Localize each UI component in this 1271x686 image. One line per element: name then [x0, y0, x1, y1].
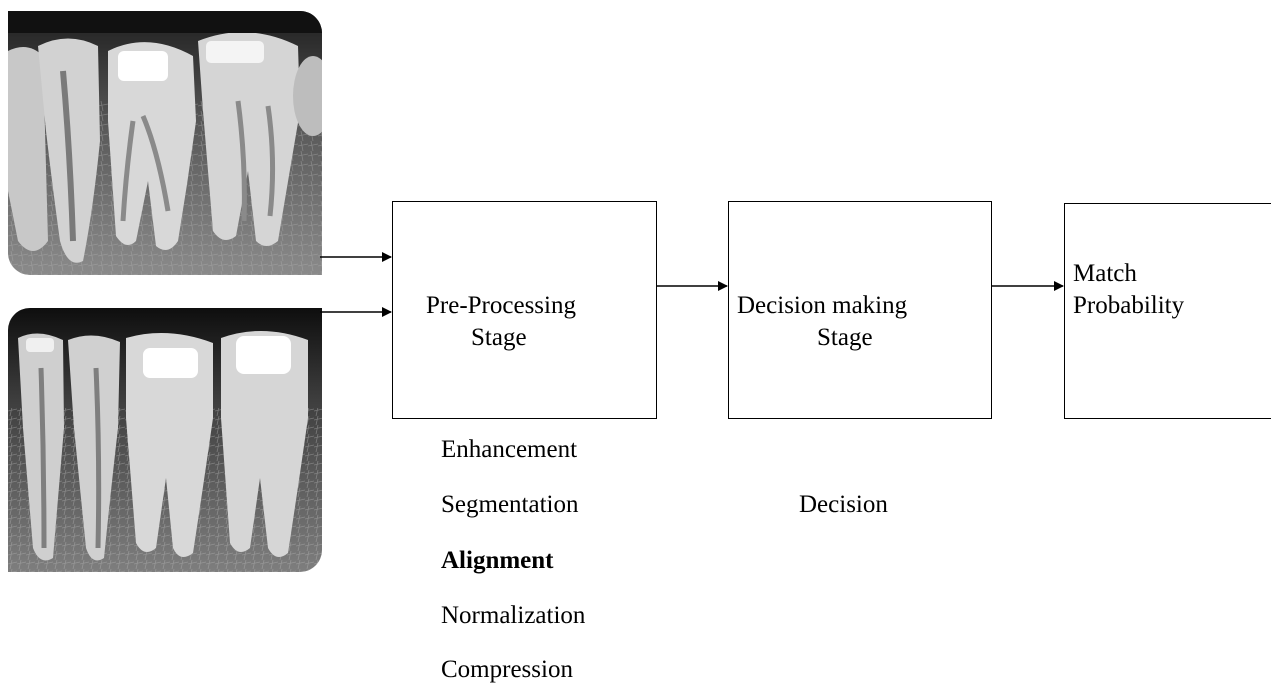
- preprocessing-step-segmentation: Segmentation: [441, 491, 579, 518]
- preprocessing-stage-label-line2: Stage: [471, 324, 527, 351]
- preprocessing-step-enhancement: Enhancement: [441, 436, 578, 463]
- decision-step-decision: Decision: [799, 491, 888, 518]
- match-probability-label-line1: Match: [1073, 260, 1137, 287]
- decision-stage-label-line2: Stage: [817, 324, 873, 351]
- preprocessing-stage-label-line1: Pre-Processing: [426, 292, 576, 319]
- preprocessing-step-compression: Compression: [441, 656, 573, 683]
- decision-stage-box: Decision making Stage: [728, 201, 992, 419]
- preprocessing-stage-box: Pre-Processing Stage: [392, 201, 657, 419]
- preprocessing-step-alignment: Alignment: [441, 547, 554, 574]
- match-probability-box: Match Probability: [1064, 203, 1271, 419]
- dental-radiograph-top: [8, 11, 322, 275]
- preprocessing-step-normalization: Normalization: [441, 602, 586, 629]
- match-probability-label-line2: Probability: [1073, 292, 1185, 319]
- decision-stage-label-line1: Decision making: [737, 292, 908, 319]
- dental-radiograph-bottom: [8, 308, 322, 572]
